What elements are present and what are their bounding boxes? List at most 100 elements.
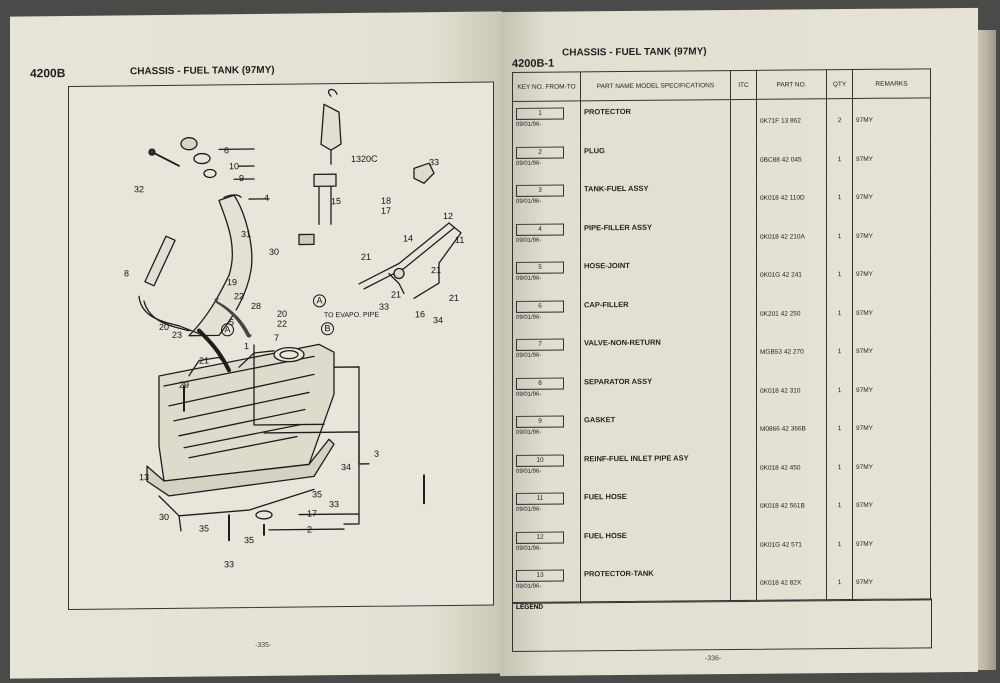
itc-cell [730, 253, 757, 293]
effective-date: 09/01/96- [516, 160, 542, 167]
callout-21b: 21 [199, 355, 210, 366]
header-part-no: PART NO. [756, 69, 827, 100]
itc-cell [730, 330, 757, 370]
part-no-cell: 0K018 42 210A [756, 214, 827, 254]
remarks-cell: 97MY [852, 367, 931, 408]
remarks: 97MY [856, 347, 873, 355]
effective-date: 09/01/96- [516, 468, 542, 475]
header-part-name: PART NAME MODEL SPECIFICATIONS [580, 70, 731, 101]
callout-32: 34 [433, 315, 444, 326]
part-name-cell: PLUG [580, 138, 731, 179]
remarks: 97MY [856, 155, 873, 163]
itc-cell [730, 484, 757, 524]
key-number: 2 [516, 146, 564, 159]
effective-date: 09/01/96- [516, 314, 542, 321]
remarks: 97MY [856, 232, 873, 240]
callout-35a: 35 [312, 489, 323, 500]
remarks: 97MY [856, 540, 873, 548]
key-number: 5 [516, 261, 564, 274]
right-page: 4200B-1 CHASSIS - FUEL TANK (97MY) KEY N… [500, 7, 978, 677]
key-number: 6 [516, 300, 564, 313]
header-qty: QTY [826, 69, 853, 99]
header-itc: ITC [730, 70, 757, 100]
part-no-cell: MGB53 42 270 [756, 330, 827, 370]
qty-cell: 1 [826, 214, 853, 254]
remarks-cell: 97MY [852, 136, 931, 177]
part-name-cell: VALVE-NON-RETURN [580, 331, 731, 371]
callout-7: 7 [274, 332, 280, 343]
part-no-cell: 0K018 42 82X [756, 561, 827, 601]
part-name-cell: CAP-FILLER [580, 292, 731, 333]
callout-10: 10 [229, 161, 240, 172]
part-name: GASKET [584, 415, 616, 425]
callout-12: 12 [443, 210, 454, 222]
part-number: 0K01G 42 241 [760, 271, 802, 279]
right-page-code: 4200B-1 [512, 57, 555, 70]
key-number: 7 [516, 338, 564, 351]
callout-33a: 33 [329, 499, 340, 510]
qty-cell: 1 [826, 176, 853, 215]
key-number: 1 [516, 107, 564, 120]
part-name: VALVE-NON-RETURN [584, 337, 661, 348]
part-name-cell: SEPARATOR ASSY [580, 369, 731, 410]
remarks: 97MY [856, 270, 873, 278]
qty-cell: 1 [826, 484, 853, 523]
remarks: 97MY [856, 578, 873, 586]
key-number: 13 [516, 569, 564, 582]
itc-cell [730, 215, 757, 255]
remarks-cell: 97MY [852, 97, 931, 138]
callout-6: 6 [224, 145, 230, 156]
part-name: TANK-FUEL ASSY [584, 183, 649, 194]
callout-13: 13 [139, 472, 150, 483]
itc-cell [730, 138, 757, 178]
callout-1: 1 [244, 341, 250, 352]
qty-cell: 2 [826, 98, 853, 138]
remarks: 97MY [856, 193, 873, 201]
itc-cell [730, 561, 757, 602]
effective-date: 09/01/96- [516, 429, 542, 436]
fuel-tank-diagram: 6 10 9 4 32 8 31 30 19 22 28 20 22 20 23… [68, 81, 494, 610]
callout-26: 30 [159, 511, 170, 523]
itc-cell [730, 176, 757, 216]
part-no-cell: 0K018 42 310 [756, 368, 827, 408]
remarks-cell: 97MY [852, 252, 931, 292]
remarks: 97MY [856, 501, 873, 509]
qty-cell: 1 [826, 330, 853, 369]
legend-box: LEGEND [512, 598, 932, 652]
callout-18: 17 [381, 205, 392, 216]
key-number: 10 [516, 454, 564, 467]
quantity: 1 [837, 194, 842, 202]
callout-4: 4 [264, 192, 270, 203]
quantity: 1 [837, 425, 842, 433]
remarks-cell: 97MY [852, 290, 931, 331]
part-no-cell: 0K71F 13 862 [756, 98, 827, 139]
part-name-cell: FUEL HOSE [580, 523, 731, 564]
parts-table: KEY NO. FROM-TO PART NAME MODEL SPECIFIC… [512, 68, 931, 604]
callout-21a: 20 [159, 321, 170, 333]
callout-25: 29 [179, 379, 190, 390]
callout-19: 18 [381, 195, 392, 206]
itc-cell [730, 523, 757, 563]
remarks-cell: 97MY [852, 175, 931, 215]
key-number: 12 [516, 531, 564, 544]
callout-17: 17 [307, 508, 318, 519]
remarks: 97MY [856, 309, 873, 317]
exploded-view-drawing [138, 88, 462, 542]
right-page-number: -336- [705, 655, 722, 663]
quantity: 1 [837, 155, 842, 163]
itc-cell [730, 446, 757, 486]
remarks: 97MY [856, 424, 873, 432]
quantity: 1 [837, 271, 842, 279]
quantity: 2 [837, 117, 842, 125]
part-name: SEPARATOR ASSY [584, 376, 653, 386]
